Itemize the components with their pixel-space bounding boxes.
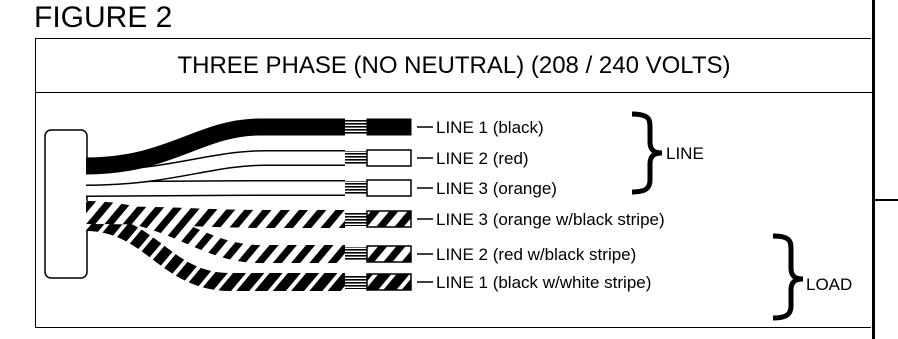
terminal-line3-load (366, 210, 412, 228)
strands-line1 (345, 120, 367, 134)
diagram-panel: THREE PHASE (NO NEUTRAL) (208 / 240 VOLT… (35, 38, 872, 328)
terminal-line1-load (366, 273, 412, 291)
terminal-line2 (366, 149, 412, 167)
label-line2-load: LINE 2 (red w/black stripe) (436, 245, 636, 264)
strands-line1-load (345, 275, 367, 289)
strands-line3 (345, 181, 367, 195)
label-line3: LINE 3 (orange) (436, 179, 557, 198)
load-brace (772, 233, 804, 321)
margin-rule (872, 0, 875, 339)
wire-line3-load (85, 206, 345, 228)
figure-label: FIGURE 2 (34, 1, 173, 34)
group-label-load: LOAD (806, 275, 852, 294)
terminal-line1 (366, 118, 412, 136)
terminal-line3 (366, 179, 412, 197)
wire-line1-load (85, 213, 345, 291)
terminal-line2-load (366, 245, 412, 263)
line-brace (631, 111, 663, 195)
margin-tick (875, 199, 898, 201)
group-label-line: LINE (666, 144, 704, 163)
label-line1-load: LINE 1 (black w/white stripe) (436, 273, 651, 292)
strands-line3-load (345, 212, 367, 226)
panel-title: THREE PHASE (NO NEUTRAL) (208 / 240 VOLT… (36, 39, 872, 93)
wire-line1 (85, 118, 345, 175)
label-line3-load: LINE 3 (orange w/black stripe) (436, 210, 665, 229)
label-line2: LINE 2 (red) (436, 149, 529, 168)
strands-line2 (345, 151, 367, 165)
label-line1: LINE 1 (black) (436, 118, 544, 137)
strands-line2-load (345, 247, 367, 261)
connector-block (44, 129, 88, 279)
